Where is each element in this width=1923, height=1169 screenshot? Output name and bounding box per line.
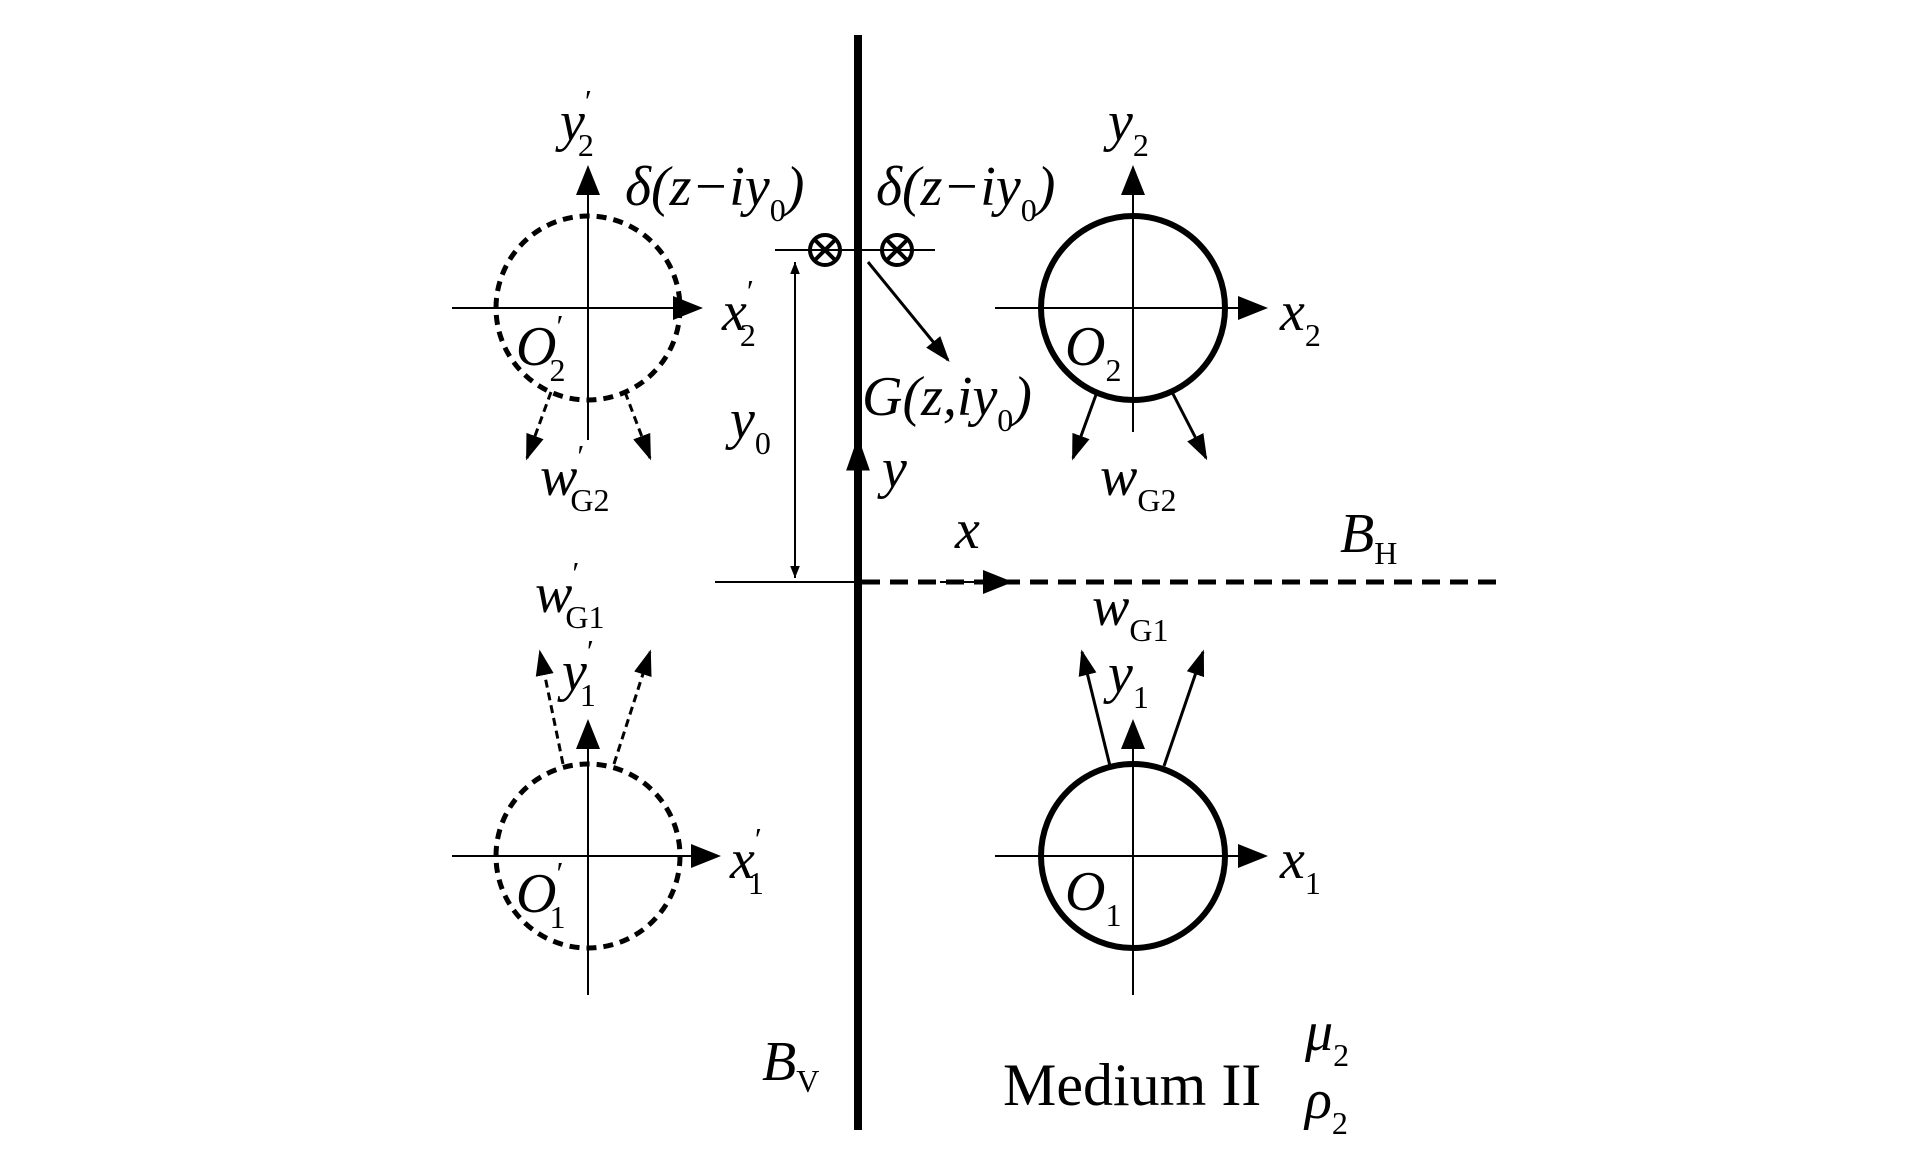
label-y1-prime: y′1 bbox=[557, 633, 596, 713]
label-medium: Medium II bbox=[1003, 1052, 1261, 1118]
label-green-function: G(z,iy0) bbox=[862, 366, 1032, 438]
label-y: y bbox=[877, 438, 907, 500]
label-wG2: wG2 bbox=[1100, 446, 1176, 518]
label-x: x bbox=[954, 499, 980, 561]
label-y2-prime: y′2 bbox=[555, 83, 594, 163]
label-x1: x1 bbox=[1279, 829, 1321, 901]
label-delta-right: δ(z−iy0) bbox=[876, 156, 1055, 228]
label-wG2-prime: w′G2 bbox=[540, 438, 609, 518]
label-wG1: wG1 bbox=[1092, 576, 1168, 648]
conductor-2 bbox=[995, 165, 1268, 461]
label-O2-prime: O′2 bbox=[516, 308, 565, 388]
label-O1-prime: O′1 bbox=[516, 855, 565, 935]
source-left-icon bbox=[808, 233, 842, 267]
source-right-icon bbox=[880, 233, 914, 267]
image-conductor-1 bbox=[452, 649, 721, 995]
label-y0: y0 bbox=[725, 389, 771, 461]
label-y2: y2 bbox=[1103, 91, 1149, 163]
label-rho: ρ2 bbox=[1303, 1069, 1348, 1141]
green-function-arrow bbox=[866, 261, 950, 363]
label-O1: O1 bbox=[1065, 861, 1121, 933]
image-conductor-2 bbox=[452, 165, 703, 461]
label-wG1-prime: w′G1 bbox=[535, 555, 604, 635]
label-y1: y1 bbox=[1103, 643, 1149, 715]
label-x2-prime: x′2 bbox=[721, 273, 756, 353]
label-x2: x2 bbox=[1279, 281, 1321, 353]
label-B-V: BV bbox=[762, 1031, 819, 1099]
label-delta-left: δ(z−iy0) bbox=[625, 156, 804, 228]
label-mu: μ2 bbox=[1304, 1001, 1349, 1073]
label-O2: O2 bbox=[1065, 316, 1121, 388]
conductor-1 bbox=[995, 649, 1268, 995]
label-B-H: BH bbox=[1340, 503, 1397, 571]
label-x1-prime: x′1 bbox=[729, 821, 764, 901]
